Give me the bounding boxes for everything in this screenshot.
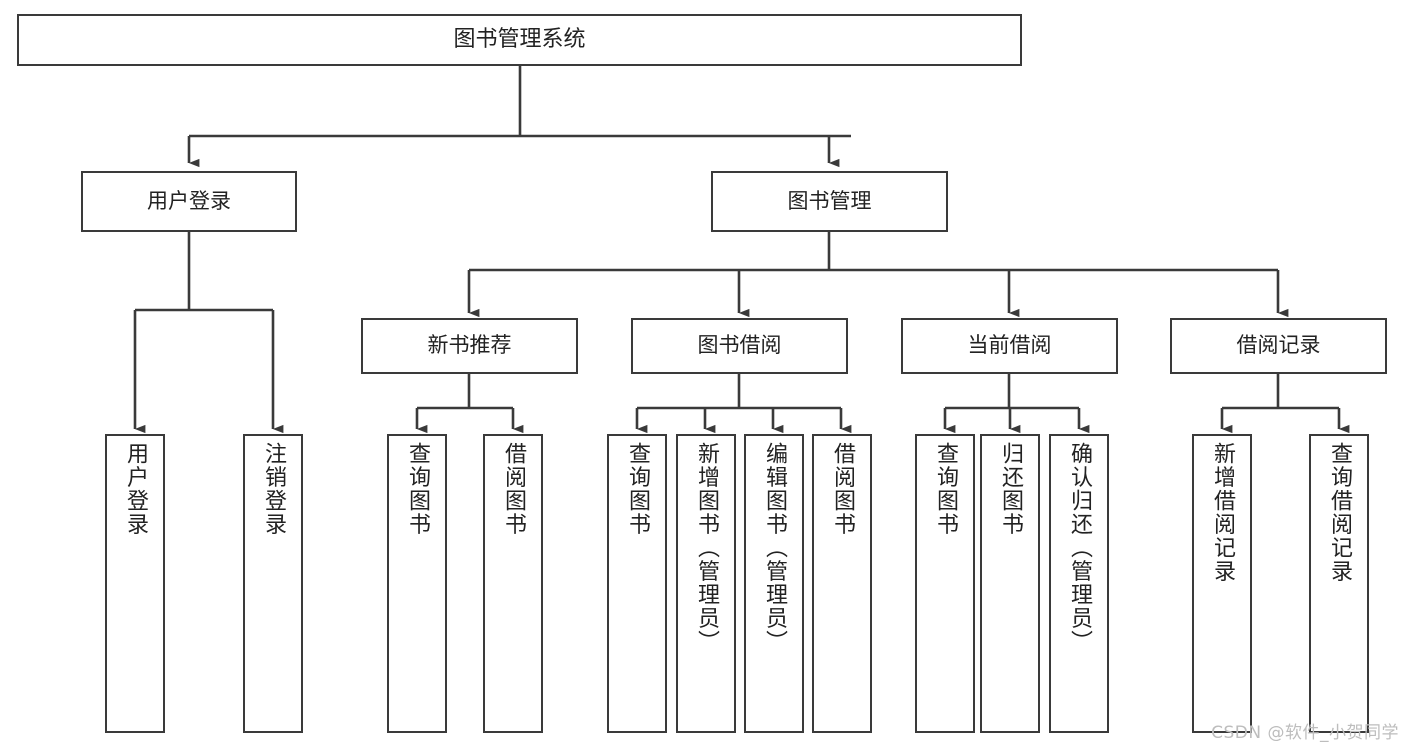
node-leaf-query-book-1[interactable]: 查询图书 — [387, 434, 447, 733]
node-leaf-return-book[interactable]: 归还图书 — [980, 434, 1040, 733]
node-leaf-add-book-admin[interactable]: 新增图书（管理员） — [676, 434, 736, 733]
node-label: 新增图书（管理员） — [694, 442, 719, 654]
node-leaf-user-login[interactable]: 用户登录 — [105, 434, 165, 733]
node-label: 确认归还（管理员） — [1067, 442, 1092, 654]
node-leaf-query-book-3[interactable]: 查询图书 — [915, 434, 975, 733]
node-leaf-edit-book-admin[interactable]: 编辑图书（管理员） — [744, 434, 804, 733]
node-leaf-confirm-return-admin[interactable]: 确认归还（管理员） — [1049, 434, 1109, 733]
node-label: 用户登录 — [147, 188, 231, 213]
node-leaf-query-borrow-record[interactable]: 查询借阅记录 — [1309, 434, 1369, 733]
node-label: 用户登录 — [123, 442, 148, 536]
node-label: 查询借阅记录 — [1327, 442, 1352, 583]
node-label: 注销登录 — [261, 442, 286, 536]
node-label: 新增借阅记录 — [1210, 442, 1235, 583]
node-label: 当前借阅 — [967, 333, 1052, 358]
node-label: 编辑图书（管理员） — [762, 442, 787, 654]
node-leaf-borrow-book-2[interactable]: 借阅图书 — [812, 434, 872, 733]
node-label: 新书推荐 — [427, 333, 512, 358]
node-label: 借阅图书 — [501, 442, 526, 536]
node-leaf-user-logout[interactable]: 注销登录 — [243, 434, 303, 733]
node-leaf-query-book-2[interactable]: 查询图书 — [607, 434, 667, 733]
node-leaf-add-borrow-record[interactable]: 新增借阅记录 — [1192, 434, 1252, 733]
node-label: 图书管理系统 — [453, 26, 586, 52]
node-book-borrowing[interactable]: 图书借阅 — [631, 318, 848, 374]
node-current-borrowing[interactable]: 当前借阅 — [901, 318, 1118, 374]
node-label: 查询图书 — [933, 442, 958, 536]
node-borrowing-records[interactable]: 借阅记录 — [1170, 318, 1387, 374]
node-leaf-borrow-book-1[interactable]: 借阅图书 — [483, 434, 543, 733]
node-label: 借阅记录 — [1236, 333, 1321, 358]
node-root-book-management-system[interactable]: 图书管理系统 — [17, 14, 1022, 66]
node-user-login[interactable]: 用户登录 — [81, 171, 297, 232]
csdn-watermark: CSDN @软件_小贺同学 — [1211, 723, 1399, 743]
node-label: 图书管理 — [787, 188, 872, 213]
node-label: 归还图书 — [998, 442, 1023, 536]
node-label: 查询图书 — [625, 442, 650, 536]
node-label: 图书借阅 — [697, 333, 782, 358]
node-new-book-recommendation[interactable]: 新书推荐 — [361, 318, 578, 374]
node-book-management[interactable]: 图书管理 — [711, 171, 948, 232]
node-label: 借阅图书 — [830, 442, 855, 536]
node-label: 查询图书 — [405, 442, 430, 536]
